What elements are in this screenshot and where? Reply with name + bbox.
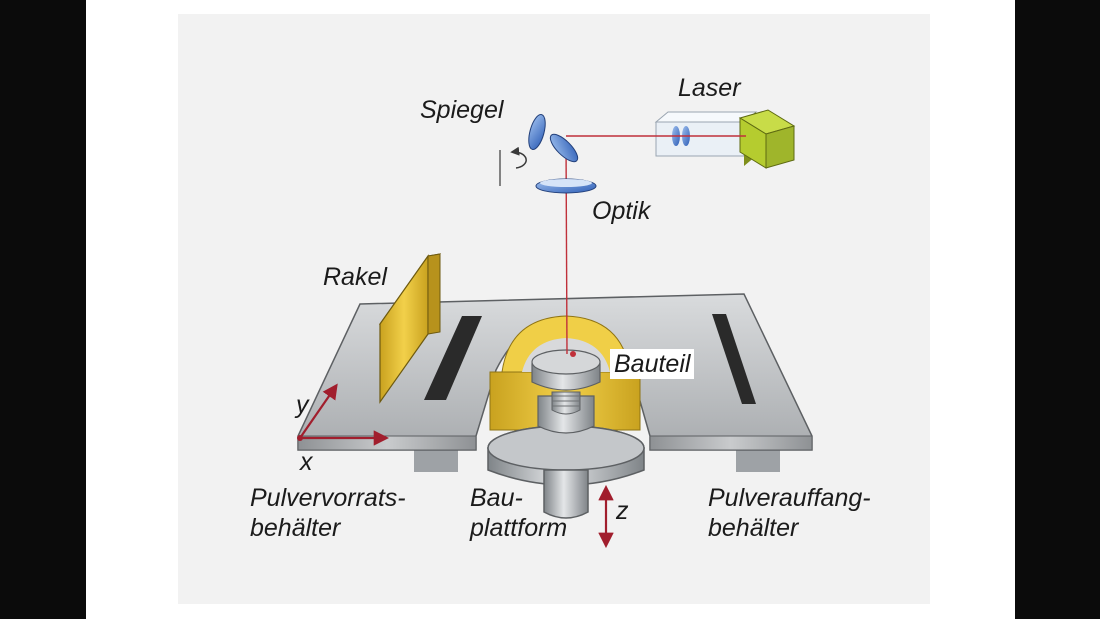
powder-supply-slot: [424, 316, 482, 400]
powder-overflow-label-line2: behälter: [708, 514, 799, 542]
powder-overflow-label-line1: Pulverauffang-: [708, 484, 871, 512]
powder-supply-label-line2: behälter: [250, 514, 341, 542]
optic-label: Optik: [592, 197, 651, 225]
laser-beam: [565, 135, 746, 355]
printed-part: [531, 349, 601, 434]
build-platform: [487, 425, 645, 519]
laser-label: Laser: [678, 74, 741, 102]
build-platform-label-line2: plattform: [470, 514, 568, 542]
mirror-assembly: [528, 114, 579, 163]
support-feet: [414, 450, 780, 472]
rotation-arrow-icon: [499, 146, 527, 186]
xy-axes: [297, 383, 390, 446]
powder-overflow-label: Pulverauffang- behälter: [708, 483, 871, 543]
powder-overflow-slot: [712, 314, 756, 404]
build-platform-label: Bau- plattform: [470, 483, 567, 543]
part-label: Bauteil: [610, 349, 695, 379]
mirror-label: Spiegel: [420, 96, 504, 124]
axis-x-label: x: [300, 448, 313, 476]
powder-supply-label: Pulvervorrats- behälter: [250, 483, 406, 543]
focusing-optic: [535, 178, 597, 194]
powder-supply-label-line1: Pulvervorrats-: [250, 484, 406, 512]
axis-z-label: z: [616, 497, 629, 525]
axis-y-label: y: [296, 391, 309, 419]
recoater-blade: [378, 253, 442, 404]
laser-source: [654, 109, 796, 169]
recoater-label: Rakel: [323, 263, 387, 291]
build-platform-label-line1: Bau-: [470, 484, 523, 512]
